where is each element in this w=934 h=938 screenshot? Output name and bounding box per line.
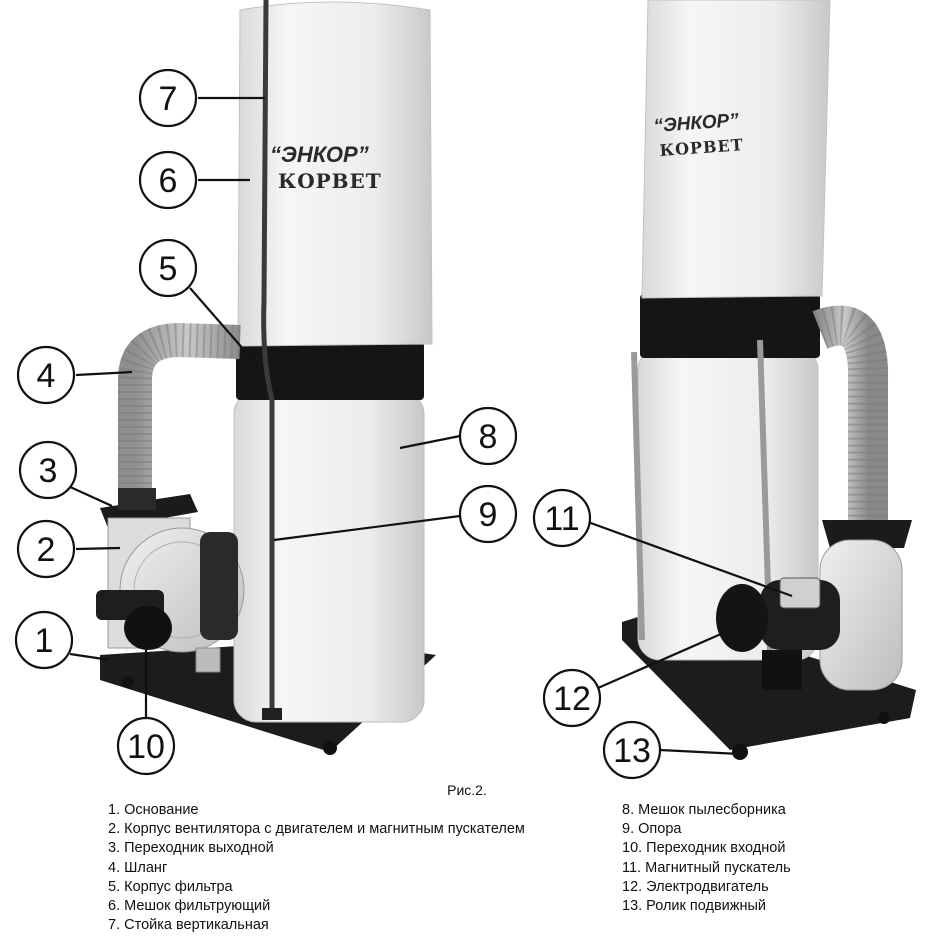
callout-leader-5 xyxy=(189,287,259,367)
caster-wheel xyxy=(323,741,337,755)
legend-left: 1. Основание 2. Корпус вентилятора с дви… xyxy=(108,801,525,935)
vertical-stand xyxy=(631,351,645,641)
callout-circle-11 xyxy=(532,488,592,548)
callout-number-12: 12 xyxy=(553,680,591,718)
figure-caption: Рис.2. xyxy=(447,782,487,798)
callout-circle-12 xyxy=(542,668,602,728)
callout-circle-8 xyxy=(458,406,518,466)
callout-circle-13 xyxy=(602,720,662,780)
legend-item: 10. Переходник входной xyxy=(622,840,786,857)
collector-bag xyxy=(233,391,425,723)
callout-number-13: 13 xyxy=(613,732,651,770)
callout-leader-11 xyxy=(587,520,793,598)
callout-leader-1 xyxy=(69,652,111,662)
callout-leader-3 xyxy=(67,484,113,508)
dust-collector-figure: “ЭНКОР” КОРВЕТ “ЭНКОР” КОРВЕТ xyxy=(14,0,916,780)
callout-leader-13 xyxy=(659,748,741,756)
callout-number-4: 4 xyxy=(37,357,56,395)
caster-wheel xyxy=(122,676,134,688)
magnetic-starter xyxy=(779,577,821,609)
callout-circle-7 xyxy=(138,68,198,128)
caster-wheel xyxy=(732,744,748,760)
callout-number-8: 8 xyxy=(479,418,498,456)
hose-ribs xyxy=(118,322,241,505)
callout-leader-9 xyxy=(273,514,461,542)
callout-circle-1 xyxy=(14,610,74,670)
legend-item: 2. Корпус вентилятора с двигателем и маг… xyxy=(108,821,525,838)
electric-motor xyxy=(716,584,768,652)
brand-text-line1: “ЭНКОР” xyxy=(270,142,369,167)
filter-housing xyxy=(236,342,424,400)
legend-item: 1. Основание xyxy=(108,802,199,818)
callouts xyxy=(14,68,793,780)
legend-item: 4. Шланг xyxy=(108,859,168,876)
legend-item: 3. Переходник выходной xyxy=(108,840,274,857)
callout-number-3: 3 xyxy=(39,452,58,490)
callout-circle-10 xyxy=(116,716,176,776)
legend-item: 5. Корпус фильтра xyxy=(108,878,233,895)
callout-circle-2 xyxy=(16,519,76,579)
legend-item: 11. Магнитный пускатель xyxy=(622,859,791,876)
hose xyxy=(118,322,241,505)
legend-right: 8. Мешок пылесборника 9. Опора 10. Перех… xyxy=(622,801,791,916)
callout-circle-5 xyxy=(138,238,198,298)
motor-mount xyxy=(762,650,802,690)
motor xyxy=(200,532,238,640)
callout-number-9: 9 xyxy=(479,496,498,534)
callout-circle-3 xyxy=(18,440,78,500)
callout-circle-4 xyxy=(16,345,76,405)
callout-number-11: 11 xyxy=(544,500,579,538)
callout-leader-12 xyxy=(597,628,731,690)
vertical-stand xyxy=(261,0,275,712)
callout-number-7: 7 xyxy=(159,80,178,118)
callout-leader-4 xyxy=(75,370,133,377)
callout-number-2: 2 xyxy=(37,531,56,569)
filter-bag xyxy=(641,0,831,299)
outlet-adapter-neck xyxy=(118,488,156,510)
legend-item: 12. Электродвигатель xyxy=(622,878,769,895)
brand-text-line2: КОРВЕТ xyxy=(278,169,382,193)
right-machine: “ЭНКОР” КОРВЕТ xyxy=(622,0,916,760)
legend-item: 9. Опора xyxy=(622,821,682,838)
legend-item: 8. Мешок пылесборника xyxy=(622,802,786,818)
fan-support xyxy=(195,647,221,673)
hose-ribs xyxy=(812,305,889,520)
callout-number-5: 5 xyxy=(159,250,178,288)
filter-housing xyxy=(640,294,820,358)
callout-circle-6 xyxy=(138,150,198,210)
legend-item: 6. Мешок фильтрующий xyxy=(108,898,271,915)
inlet-adapter xyxy=(124,606,172,650)
caster-wheel xyxy=(878,712,890,724)
legend-item: 7. Стойка вертикальная xyxy=(108,917,269,934)
callout-leader-2 xyxy=(75,546,121,551)
callout-number-10: 10 xyxy=(127,728,165,766)
stand-foot xyxy=(262,708,282,720)
callout-number-6: 6 xyxy=(159,162,178,200)
hose xyxy=(812,305,889,520)
callout-leader-8 xyxy=(399,434,461,450)
callout-circle-9 xyxy=(458,484,518,544)
left-machine: “ЭНКОР” КОРВЕТ xyxy=(96,0,436,755)
callout-numbers: 7 6 5 4 3 2 1 10 8 9 11 12 13 xyxy=(35,80,651,770)
legend-item: 13. Ролик подвижный xyxy=(622,898,766,915)
callout-number-1: 1 xyxy=(35,622,54,660)
